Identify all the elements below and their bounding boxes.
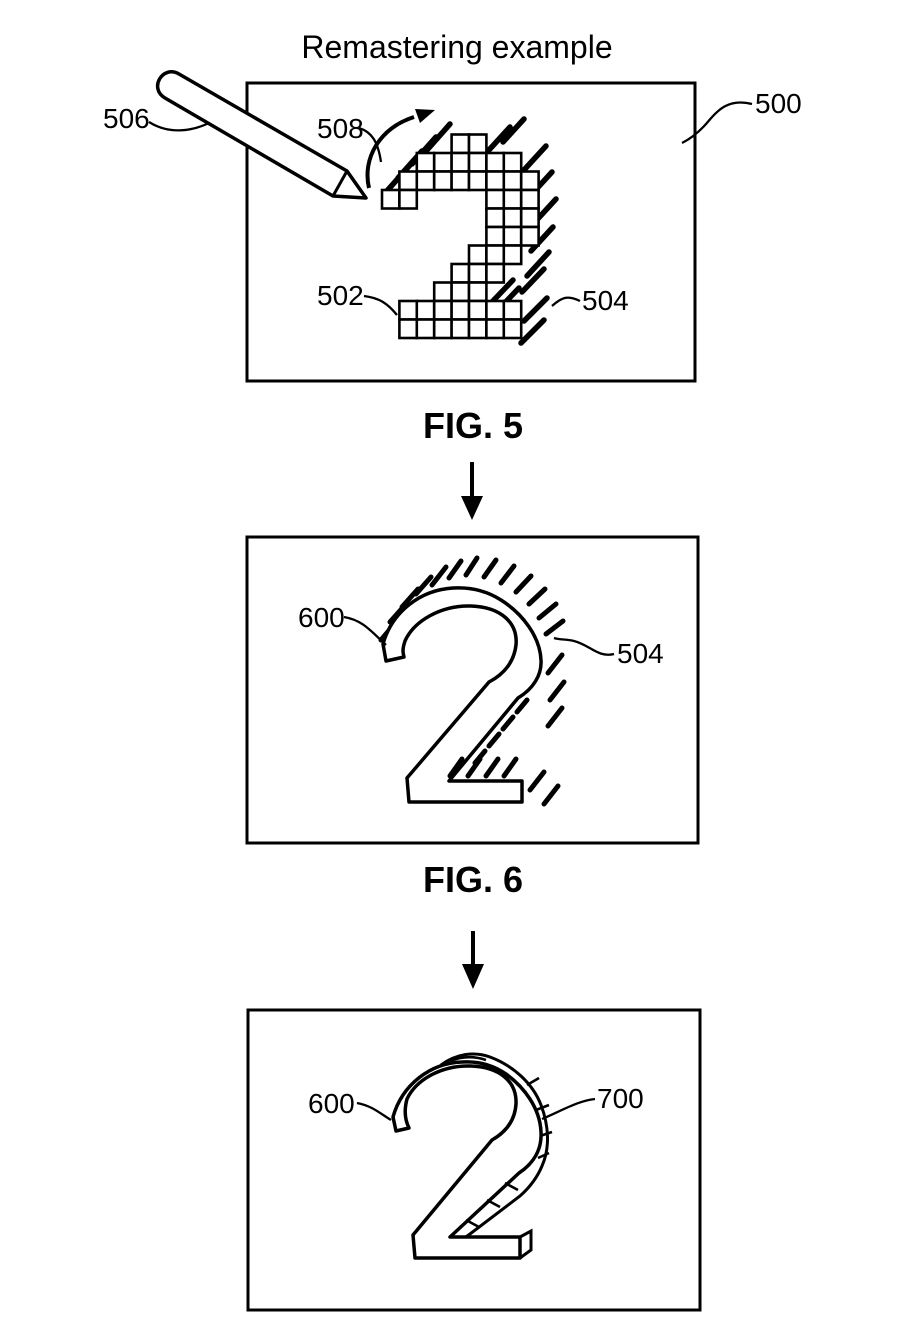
pixel-cell bbox=[380, 188, 401, 210]
ref-600-leader-fig6 bbox=[343, 615, 387, 646]
ref-label-600-fig7: 600 bbox=[308, 1088, 355, 1119]
pixel-cell bbox=[485, 244, 506, 266]
fig6-inner-hatch-dashes bbox=[447, 697, 561, 807]
pixel-cell bbox=[485, 170, 506, 192]
pixel-cell bbox=[519, 188, 540, 210]
pixel-cell bbox=[450, 151, 471, 173]
page-title: Remastering example bbox=[301, 29, 612, 65]
pixel-cell bbox=[502, 244, 523, 266]
pixel-cell bbox=[398, 299, 419, 321]
fig6-panel: 600 504 bbox=[245, 535, 700, 845]
fig6-caption: FIG. 6 bbox=[423, 859, 523, 900]
ref-label-504-fig6: 504 bbox=[617, 638, 664, 669]
pixel-cell bbox=[519, 170, 540, 192]
extrusion-base-end-cap bbox=[519, 1228, 533, 1260]
ref-502-leader bbox=[363, 294, 398, 316]
ref-label-506: 506 bbox=[103, 103, 150, 134]
pixel-cell bbox=[519, 225, 540, 247]
pixel-cell bbox=[502, 318, 523, 340]
fig5-hatch-marks bbox=[383, 116, 559, 346]
fig7-panel: 600 700 bbox=[246, 1008, 702, 1312]
fig5-caption: FIG. 5 bbox=[423, 405, 523, 446]
pixel-cell bbox=[502, 188, 523, 210]
pixel-cell bbox=[485, 151, 506, 173]
extrusion-crown-line bbox=[449, 1055, 487, 1063]
pixel-cell bbox=[432, 151, 453, 173]
pixel-cell bbox=[467, 318, 488, 340]
ref-700-leader-fig7 bbox=[541, 1097, 596, 1121]
ref-label-502: 502 bbox=[317, 280, 364, 311]
ref-600-leader-fig7 bbox=[356, 1101, 392, 1121]
pixel-cell bbox=[415, 151, 436, 173]
pixel-cell bbox=[485, 207, 506, 229]
stylus bbox=[155, 70, 368, 200]
pixel-grid bbox=[380, 133, 540, 340]
ref-500-leader bbox=[681, 101, 753, 145]
pixel-cell bbox=[450, 281, 471, 303]
pixel-cell bbox=[502, 225, 523, 247]
pixel-cell bbox=[450, 262, 471, 284]
extrusion-segment-ticks bbox=[465, 1076, 553, 1229]
flow-arrow-2 bbox=[462, 931, 484, 989]
pixel-cell bbox=[450, 318, 471, 340]
ref-506-leader bbox=[148, 121, 210, 132]
pixel-cell bbox=[467, 133, 488, 155]
pixel-cell bbox=[485, 262, 506, 284]
ref-label-600-fig6: 600 bbox=[298, 602, 345, 633]
pixel-cell bbox=[467, 299, 488, 321]
ref-504-leader-fig5 bbox=[551, 296, 581, 307]
stylus-nib-line bbox=[331, 170, 349, 197]
pixel-cell bbox=[502, 207, 523, 229]
pixel-cell bbox=[502, 151, 523, 173]
pixel-cell bbox=[485, 188, 506, 210]
ref-label-500: 500 bbox=[755, 88, 802, 119]
pixel-cell bbox=[450, 170, 471, 192]
pixel-cell bbox=[467, 262, 488, 284]
pixel-cell bbox=[467, 151, 488, 173]
pixel-cell bbox=[502, 299, 523, 321]
ref-label-700-fig7: 700 bbox=[597, 1083, 644, 1114]
pixel-cell bbox=[432, 170, 453, 192]
pixel-cell bbox=[485, 299, 506, 321]
pixel-cell bbox=[398, 318, 419, 340]
gesture-arrowhead-icon bbox=[415, 109, 435, 123]
pixel-cell bbox=[432, 299, 453, 321]
pixel-cell bbox=[432, 281, 453, 303]
extrusion-rim bbox=[440, 1052, 550, 1239]
pixel-cell bbox=[467, 170, 488, 192]
flow-arrow-2-head-icon bbox=[462, 964, 484, 989]
pixel-cell bbox=[467, 281, 488, 303]
pixel-cell bbox=[398, 188, 419, 210]
pixel-cell bbox=[415, 318, 436, 340]
pixel-cell bbox=[432, 318, 453, 340]
pixel-cell bbox=[467, 244, 488, 266]
pixel-cell bbox=[415, 299, 436, 321]
ref-label-504-fig5: 504 bbox=[582, 285, 629, 316]
ref-508-leader bbox=[358, 126, 383, 163]
ref-504-leader-fig6 bbox=[553, 636, 615, 656]
pixel-cell bbox=[519, 207, 540, 229]
flow-arrow-1-head-icon bbox=[461, 496, 483, 520]
pixel-cell bbox=[415, 170, 436, 192]
ref-label-508: 508 bbox=[317, 113, 364, 144]
pixel-cell bbox=[485, 225, 506, 247]
pixel-cell bbox=[485, 318, 506, 340]
fig5-panel: 506 508 500 502 504 bbox=[103, 70, 802, 383]
pixel-cell bbox=[502, 170, 523, 192]
flow-arrow-1 bbox=[461, 462, 483, 520]
pixel-cell bbox=[450, 299, 471, 321]
pixel-cell bbox=[398, 170, 419, 192]
pixel-cell bbox=[450, 133, 471, 155]
